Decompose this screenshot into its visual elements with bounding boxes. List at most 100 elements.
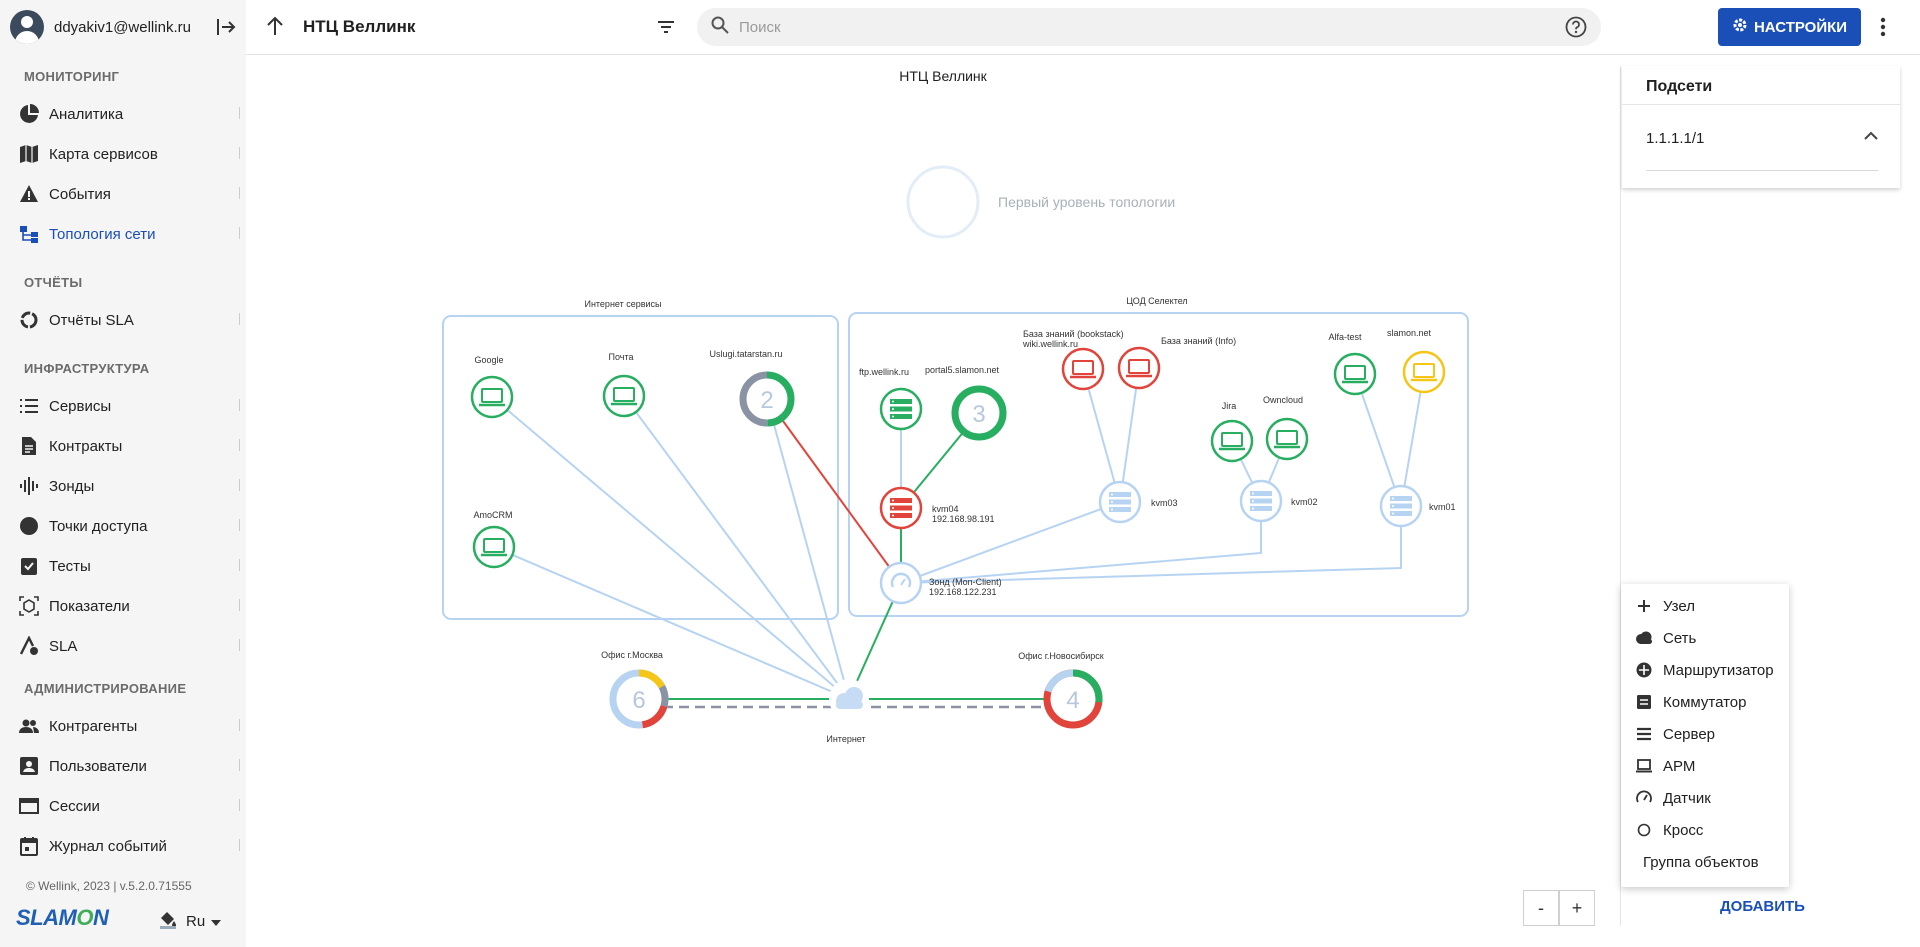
sidebar-item-events[interactable]: События [0,176,246,212]
group-dc-label: ЦОД Селектел [1126,296,1187,306]
menu-item-router[interactable]: Маршрутизатор [1621,654,1789,686]
sidebar: ddyakiv1@wellink.ru МОНИТОРИНГ Аналитика… [0,0,246,947]
menu-item-sensor[interactable]: Датчик [1621,782,1789,814]
avatar[interactable] [10,10,44,44]
sidebar-item-sla[interactable]: SLA [0,628,246,664]
sidebar-item-analytics[interactable]: Аналитика [0,96,246,132]
sidebar-item-label: Аналитика [49,105,124,123]
settings-button[interactable]: НАСТРОЙКИ [1718,8,1861,46]
sidebar-item-label: Карта сервисов [49,145,158,163]
topology-canvas[interactable]: НТЦ Веллинк Первый уровень топологии Инт… [246,56,1620,947]
node-owncloud[interactable] [1265,417,1309,461]
sidebar-item-sla-reports[interactable]: Отчёты SLA [0,302,246,338]
add-object-menu: Узел Сеть Маршрутизатор Коммутатор Серве… [1621,584,1789,887]
node-uslugi[interactable]: 2 [739,371,795,427]
more-vert-icon[interactable] [1880,17,1886,42]
node-office-nsk[interactable]: 4 [1043,669,1103,729]
section-reports: ОТЧЁТЫ [24,275,83,290]
chevron-up-icon[interactable] [1864,128,1878,146]
settings-label: НАСТРОЙКИ [1753,18,1848,36]
sidebar-item-probes[interactable]: Зонды [0,468,246,504]
logout-icon[interactable] [214,15,238,39]
menu-item-node[interactable]: Узел [1621,590,1789,622]
node-pochta-label: Почта [609,352,634,362]
group-dc[interactable] [848,312,1469,617]
sidebar-item-contracts[interactable]: Контракты [0,428,246,464]
node-jira-label: Jira [1222,401,1237,411]
menu-item-network[interactable]: Сеть [1621,622,1789,654]
node-slamon[interactable] [1402,350,1446,394]
node-google[interactable] [470,375,514,419]
node-office-nsk-count: 4 [1066,687,1079,714]
subnet-item[interactable]: 1.1.1.1/1 [1646,130,1705,147]
sidebar-item-metrics[interactable]: Показатели [0,588,246,624]
menu-item-cross[interactable]: Кросс [1621,814,1789,846]
topology-title: НТЦ Веллинк [899,68,987,84]
chevron-down-icon [211,913,222,930]
first-level-indicator[interactable]: Первый уровень топологии [906,165,1175,239]
sidebar-item-topology[interactable]: Топология сети [0,216,246,252]
help-icon[interactable] [1565,16,1587,43]
sidebar-item-label: Журнал событий [49,837,167,855]
node-internet[interactable] [829,679,869,719]
zoom-controls: - + [1523,890,1595,926]
group-internet-services[interactable] [442,315,839,620]
node-ftp[interactable] [879,387,923,431]
node-kvm04[interactable] [879,486,923,530]
sidebar-item-label: Сессии [49,797,100,815]
node-kb-info[interactable] [1117,346,1161,390]
sidebar-item-services[interactable]: Сервисы [0,388,246,424]
node-amocrm[interactable] [472,525,516,569]
node-alfa[interactable] [1333,352,1377,396]
menu-item-server[interactable]: Сервер [1621,718,1789,750]
sidebar-item-label: Пользователи [49,757,147,775]
language-selector[interactable]: Ru [158,909,222,933]
add-button[interactable]: ДОБАВИТЬ [1720,898,1805,915]
node-ftp-label: ftp.wellink.ru [859,367,909,377]
node-kb-info-label: База знаний (Info) [1161,336,1236,346]
sidebar-item-tests[interactable]: Тесты [0,548,246,584]
sidebar-item-service-map[interactable]: Карта сервисов [0,136,246,172]
node-pochta[interactable] [602,374,646,418]
sidebar-item-counterparties[interactable]: Контрагенты [0,708,246,744]
search-input[interactable] [739,18,1539,36]
map-icon [18,143,40,165]
menu-item-group[interactable]: Группа объектов [1643,853,1759,871]
laptop-icon [1635,757,1653,775]
node-kvm01[interactable] [1379,484,1423,528]
sidebar-item-sessions[interactable]: Сессии [0,788,246,824]
menu-item-switch[interactable]: Коммутатор [1621,686,1789,718]
node-kvm02[interactable] [1239,479,1283,523]
node-kb-bookstack-label: База знаний (bookstack) [1023,329,1124,339]
people-icon [18,715,40,737]
sidebar-item-label: Отчёты SLA [49,311,134,329]
router-icon [1635,661,1653,679]
node-office-msk[interactable]: 6 [609,669,669,729]
zoom-out-button[interactable]: - [1523,890,1559,926]
node-kvm03[interactable] [1098,480,1142,524]
node-uslugi-label: Uslugi.tatarstan.ru [709,349,782,359]
filter-icon[interactable] [656,17,676,42]
arrow-up-icon[interactable] [266,16,284,41]
node-kb-bookstack[interactable] [1061,347,1105,391]
sidebar-item-access-points[interactable]: Точки доступа [0,508,246,544]
account-box-icon [18,755,40,777]
donut-chart-icon [18,309,40,331]
sidebar-item-label: Показатели [49,597,130,615]
menu-item-arm[interactable]: АРМ [1621,750,1789,782]
node-jira[interactable] [1210,419,1254,463]
node-probe[interactable] [879,561,923,605]
section-monitoring: МОНИТОРИНГ [24,69,120,84]
sidebar-item-users[interactable]: Пользователи [0,748,246,784]
calendar-icon [18,835,40,857]
node-kvm02-label: kvm02 [1291,497,1318,507]
section-administration: АДМИНИСТРИРОВАНИЕ [24,681,187,696]
sidebar-item-label: Точки доступа [49,517,148,535]
sidebar-item-label: Контрагенты [49,717,138,735]
sidebar-item-event-log[interactable]: Журнал событий [0,828,246,864]
node-google-label: Google [474,355,503,365]
zoom-in-button[interactable]: + [1559,890,1595,926]
node-kvm04-label: kvm04 [932,504,959,514]
node-portal[interactable]: 3 [951,385,1007,441]
